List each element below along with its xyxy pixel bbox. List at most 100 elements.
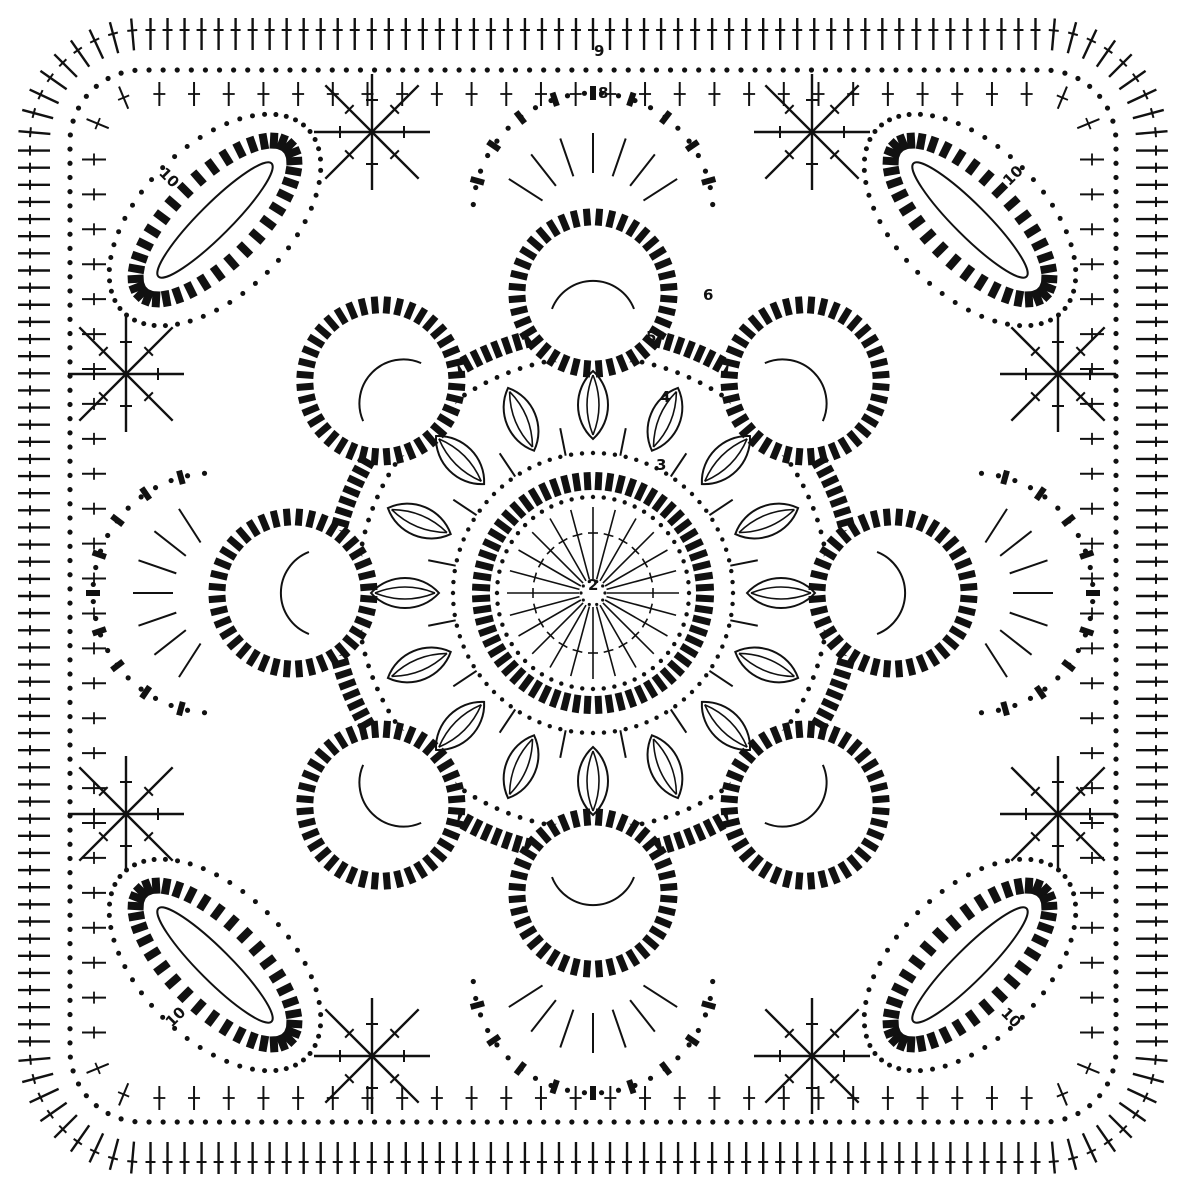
border-chain-dot [67, 146, 72, 151]
leaf-dot [226, 299, 233, 306]
leaf-block [1031, 933, 1049, 947]
inner-dot [537, 461, 541, 465]
ring-dot [698, 801, 703, 806]
border-chain-dot [823, 67, 828, 72]
leaf-dot [249, 1066, 256, 1073]
leaf-dot [210, 1052, 217, 1059]
petal-dot [126, 675, 131, 680]
inner-dot [451, 602, 455, 606]
leaf-block [891, 982, 909, 996]
leaf-dot [187, 318, 194, 325]
leaf-dot [865, 986, 872, 993]
border-chain-dot [67, 388, 72, 393]
ring-dot [542, 360, 547, 365]
center-dot [549, 504, 553, 508]
leaf-dot [249, 112, 256, 119]
border-chain-dot [1113, 246, 1118, 251]
ring-dot [811, 506, 816, 511]
border-chain-dot [781, 67, 786, 72]
petal-dot [996, 473, 1001, 478]
ring-dot [370, 675, 375, 680]
leaf-block [210, 264, 226, 282]
border-stitch-bar [1151, 108, 1154, 118]
petal-dot [703, 1012, 708, 1017]
border-chain-dot [203, 67, 208, 72]
border-stitch-bar [33, 108, 36, 118]
border-chain-dot [67, 260, 72, 265]
center-ring-dot [582, 598, 585, 601]
petal-dot [979, 710, 984, 715]
border-stitch [1097, 1125, 1115, 1151]
border-chain-dot [442, 1119, 447, 1124]
ring-dot [652, 363, 657, 368]
border-chain-dot [1113, 288, 1118, 293]
ring-dot [806, 495, 811, 500]
center-dot [591, 687, 595, 691]
leaf-dot [131, 317, 138, 324]
petal-dot [703, 169, 708, 174]
border-stitch [30, 90, 59, 104]
border-chain-dot [936, 67, 941, 72]
leaf-dot [939, 290, 946, 297]
center-dot [651, 666, 655, 670]
border-stitch-bar [1155, 127, 1156, 137]
leaf-block [899, 968, 917, 983]
leaf-dot [239, 888, 246, 895]
border-chain-dot [1113, 728, 1118, 733]
center-dot [516, 651, 520, 655]
scallop-block [371, 448, 379, 465]
petal-dot [979, 471, 984, 476]
leaf-block [128, 264, 145, 275]
leaf-block [916, 133, 927, 150]
leaf-dot [317, 167, 324, 174]
petal-dot [485, 1028, 490, 1033]
border-chain-dot [724, 1119, 729, 1124]
leaf-dot [261, 111, 268, 118]
border-chain-dot [76, 1081, 81, 1086]
border-chain-dot [612, 1119, 617, 1124]
border-chain-dot [668, 67, 673, 72]
leaf-dot [878, 121, 885, 128]
leaf-block [246, 136, 259, 154]
petal-stitch [1000, 630, 1031, 655]
leaf-block [171, 287, 184, 305]
inner-dot [558, 455, 562, 459]
leaf-block [1001, 287, 1014, 305]
border-chain-dot [316, 67, 321, 72]
petal-stitch [531, 1000, 556, 1031]
label-round-3: 3 [656, 456, 666, 474]
leaf-block [987, 281, 1001, 299]
border-chain-dot [71, 118, 76, 123]
leaf-dot [316, 179, 323, 186]
leaf-dot [108, 288, 115, 295]
inner-dot [455, 558, 459, 562]
inner-dot [455, 623, 459, 627]
leaf-dot [861, 1022, 868, 1029]
border-chain-dot [67, 487, 72, 492]
leaf-dot [862, 999, 869, 1006]
inner-dot [484, 500, 488, 504]
center-dot [559, 500, 563, 504]
leaf-dot [991, 860, 998, 867]
leaf-dot [123, 311, 130, 318]
leaf-dot [252, 898, 259, 905]
ring-dot [483, 801, 488, 806]
leaf-block [270, 1036, 279, 1052]
leaf-dot [313, 986, 320, 993]
leaf-dot [317, 1011, 324, 1018]
leaf-dot [1038, 858, 1045, 865]
ring-dot [360, 542, 365, 547]
petal-block [1000, 470, 1010, 485]
inner-dot [644, 720, 648, 724]
scallop-block [283, 660, 291, 677]
petal-dot [533, 1076, 538, 1081]
petal-dot [471, 979, 476, 984]
leaf-dot [302, 960, 309, 967]
leaf-dot [884, 947, 891, 954]
petal-dot [506, 126, 511, 131]
leaf-dot [1070, 890, 1077, 897]
leaf-block [210, 903, 226, 921]
border-chain-dot [724, 67, 729, 72]
center-dot [559, 681, 563, 685]
border-chain-dot [1113, 898, 1118, 903]
